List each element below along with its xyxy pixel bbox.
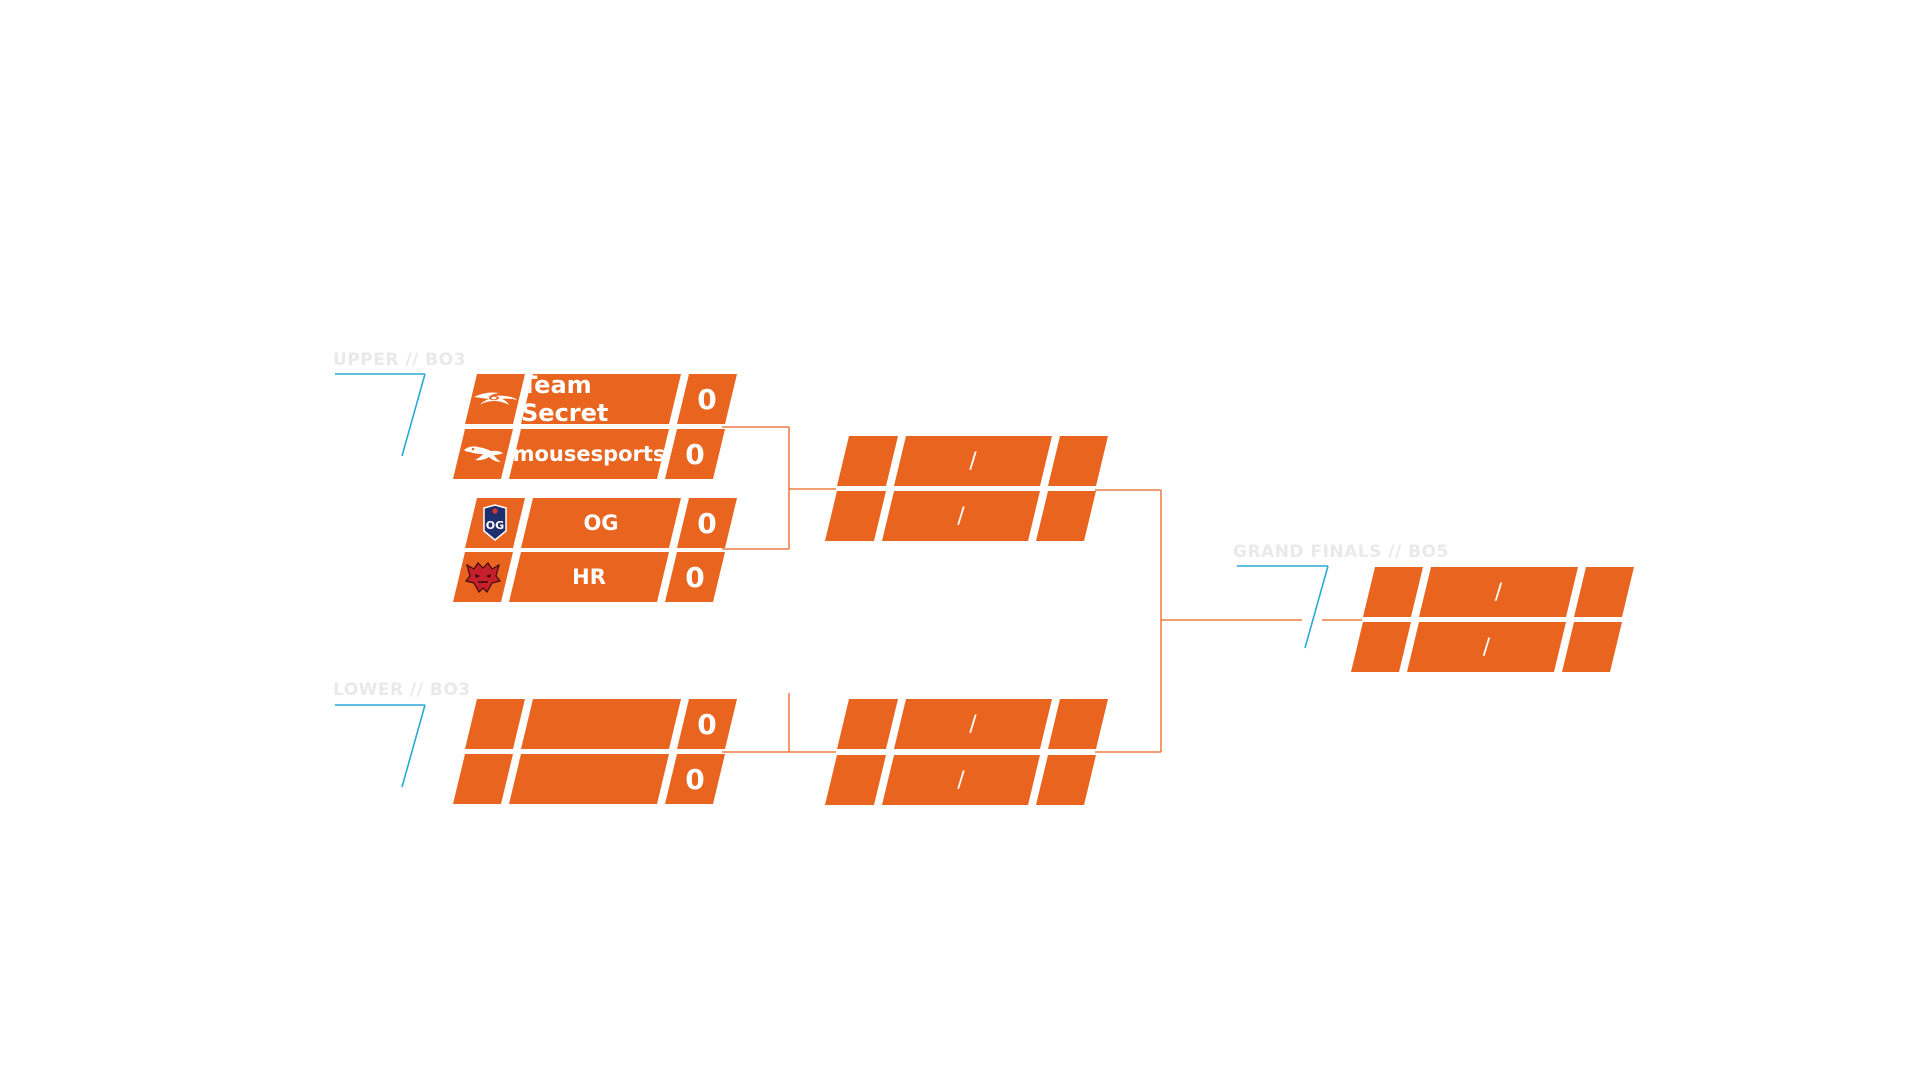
lower-label: LOWER // BO3 (333, 680, 471, 700)
team-score: 0 (665, 429, 725, 479)
score-divider: / (882, 755, 1040, 805)
team-logo-cell (837, 699, 898, 749)
lower-round-connector (722, 693, 836, 753)
team-logo-cell (825, 491, 886, 541)
team-name (509, 754, 669, 804)
upper-label: UPPER // BO3 (333, 350, 466, 370)
score-divider: / (894, 436, 1052, 486)
team-name: OG (521, 498, 681, 548)
team-name: HR (509, 552, 669, 602)
team-secret-logo (472, 388, 518, 410)
team-logo-cell (465, 374, 525, 424)
team-score: 0 (677, 374, 737, 424)
upper-semis-connector (722, 426, 836, 550)
team-logo-cell (453, 429, 513, 479)
og-logo: OG (481, 504, 509, 542)
team-score (1048, 436, 1108, 486)
svg-text:OG: OG (486, 519, 504, 532)
to-grand-final-connector (1095, 489, 1362, 753)
score-divider: / (894, 699, 1052, 749)
upper-label-accent (335, 373, 426, 457)
team-name (521, 699, 681, 749)
team-logo-cell (825, 755, 886, 805)
hellraisers-logo (463, 559, 503, 595)
lower-label-accent (335, 704, 426, 788)
score-divider: / (1407, 622, 1566, 672)
mousesports-logo (461, 442, 505, 466)
team-name: mousesports (509, 429, 669, 479)
score-divider: / (1419, 567, 1578, 617)
score-divider: / (882, 491, 1040, 541)
team-name: Team Secret (521, 374, 681, 424)
grand-finals-label: GRAND FINALS // BO5 (1233, 542, 1449, 562)
grand-final-label-accent (1237, 565, 1329, 649)
team-logo-cell (837, 436, 898, 486)
